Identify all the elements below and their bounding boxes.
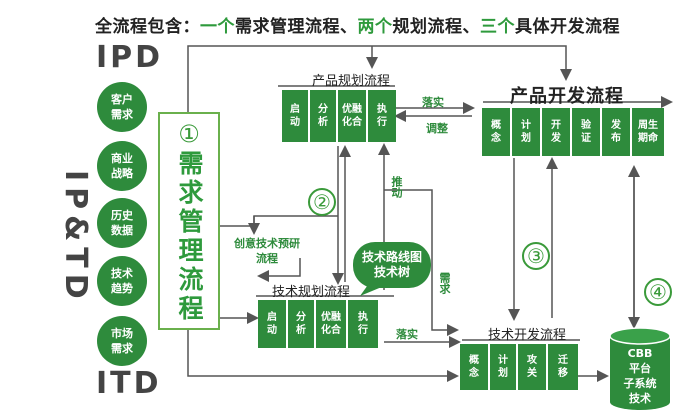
pd-stage-release: 发布 [602,108,632,156]
td-stage-migrate: 迁移 [548,344,578,390]
label-tuidong: 推动 [390,176,403,198]
td-stage-concept: 概念 [460,344,490,390]
itd-label: ITD [96,366,162,401]
pp-stage-analysis: 分析 [310,90,338,142]
iptd-label: IP&TD [58,170,93,305]
pd-stage-verify: 验证 [572,108,602,156]
tp-stage-optimize: 优融化合 [316,300,348,348]
pd-stage-concept: 概念 [482,108,512,156]
product-dev-label: 产品开发流程 [510,86,624,107]
cbb-text: CBB 平台 子系统 技术 [610,346,670,406]
pp-stage-execute: 执行 [368,90,396,142]
cbb-line-4: 技术 [629,392,651,405]
pp-stage-start: 启动 [282,90,310,142]
input-business-strategy: 商业战略 [97,141,147,191]
cbb-line-2: 平台 [629,362,651,375]
label-luoshi-2: 落实 [396,328,418,341]
product-planning-label: 产品规划流程 [312,74,391,89]
label-xuqiu: 需求 [438,272,451,294]
page-title: 全流程包含：一个需求管理流程、两个规划流程、三个具体开发流程 [95,12,620,37]
td-stage-plan: 计划 [490,344,518,390]
tech-dev-label: 技术开发流程 [488,328,567,343]
title-part-2: 一个 [200,17,235,37]
tp-stage-execute: 执行 [348,300,378,348]
requirements-label: 需求管理流程 [175,150,204,324]
td-stage-tackle: 攻关 [518,344,548,390]
input-tech-trend: 技术趋势 [97,256,147,306]
creative-research-label: 创意技术预研流程 [234,237,300,265]
input-history-data: 历史数据 [97,198,147,248]
title-part-7: 具体开发流程 [515,17,620,37]
pd-stage-develop: 开发 [542,108,572,156]
requirements-number: ① [178,120,200,148]
tp-stage-analysis: 分析 [288,300,316,348]
tp-stage-start: 启动 [258,300,288,348]
cbb-cylinder [609,327,671,410]
pd-stage-plan: 计划 [512,108,542,156]
roadmap-bubble: 技术路线图技术树 [353,242,431,288]
label-tiaozheng: 调整 [426,122,448,135]
tech-planning-label: 技术规划流程 [272,285,351,300]
title-part-3: 需求管理流程、 [235,17,358,37]
pp-stage-optimize: 优融化合 [338,90,368,142]
number-4: ④ [644,278,672,306]
label-luoshi-1: 落实 [422,96,444,109]
cbb-line-1: CBB [627,347,653,360]
input-customer-needs: 客户需求 [97,82,147,132]
title-part-6: 三个 [480,17,515,37]
requirements-management-box: ① 需求管理流程 [158,112,220,330]
number-3: ③ [522,242,550,270]
input-market-needs: 市场需求 [97,316,147,366]
cbb-line-3: 子系统 [623,377,657,390]
ipd-label: IPD [96,40,164,75]
number-2: ② [308,188,336,216]
title-part-1: 全流程包含： [95,17,200,37]
title-part-4: 两个 [357,17,393,37]
pd-stage-lifecycle: 周生期命 [632,108,664,156]
title-part-5: 规划流程、 [392,17,480,37]
